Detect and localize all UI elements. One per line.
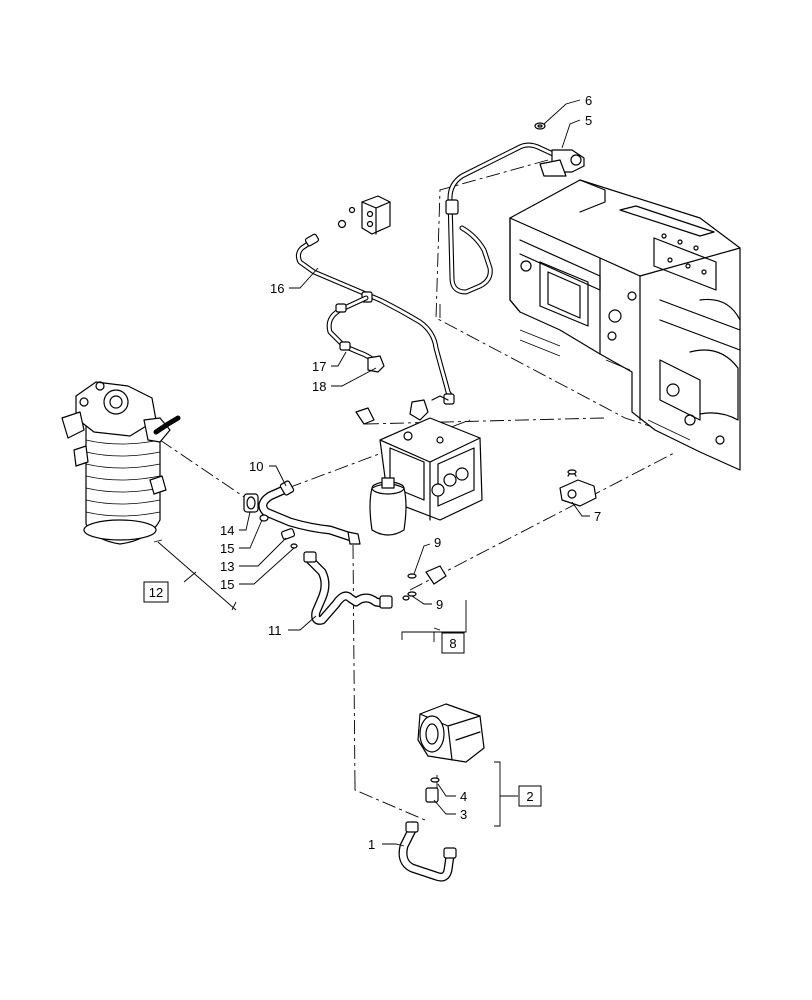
fittings-3-4 [425,777,440,803]
air-filter [61,381,181,545]
group-number-12: 12 [149,585,163,600]
hose-1 [398,821,457,882]
control-valve [355,395,483,536]
hose-10 [258,480,361,545]
callout-1: 1 [368,837,375,852]
hose-11 [303,551,393,625]
fitting-7 [559,469,597,507]
callout-18: 18 [312,379,326,394]
callout-11: 11 [268,623,282,638]
tube-assembly-16 [295,233,455,405]
callout-15-lower: 15 [220,577,234,592]
callout-16: 16 [270,281,284,296]
group-number-2: 2 [526,789,533,804]
valve-block [337,195,391,235]
group-label-2: 2 [518,785,542,807]
callout-numbers: 6 5 16 17 18 10 7 14 15 13 15 9 9 11 4 3… [220,93,601,852]
callout-5: 5 [585,113,592,128]
callout-9-lower: 9 [436,597,443,612]
callout-13: 13 [220,559,234,574]
callout-6: 6 [585,93,592,108]
fittings-13-15 [243,493,298,549]
group-label-8: 8 [441,632,465,654]
callout-7: 7 [594,509,601,524]
callout-14: 14 [220,523,234,538]
group-brackets [153,539,518,827]
transmission-housing [509,179,741,471]
tube-assembly-5 [445,122,585,295]
callout-4: 4 [460,789,467,804]
actuator [417,703,485,763]
callout-9-upper: 9 [434,535,441,550]
callout-3: 3 [460,807,467,822]
callout-10: 10 [249,459,263,474]
fittings-9 [402,565,447,601]
callout-15-upper: 15 [220,541,234,556]
leader-lines [239,99,590,847]
callout-17: 17 [312,359,326,374]
group-number-8: 8 [449,636,456,651]
group-label-12: 12 [143,581,169,603]
